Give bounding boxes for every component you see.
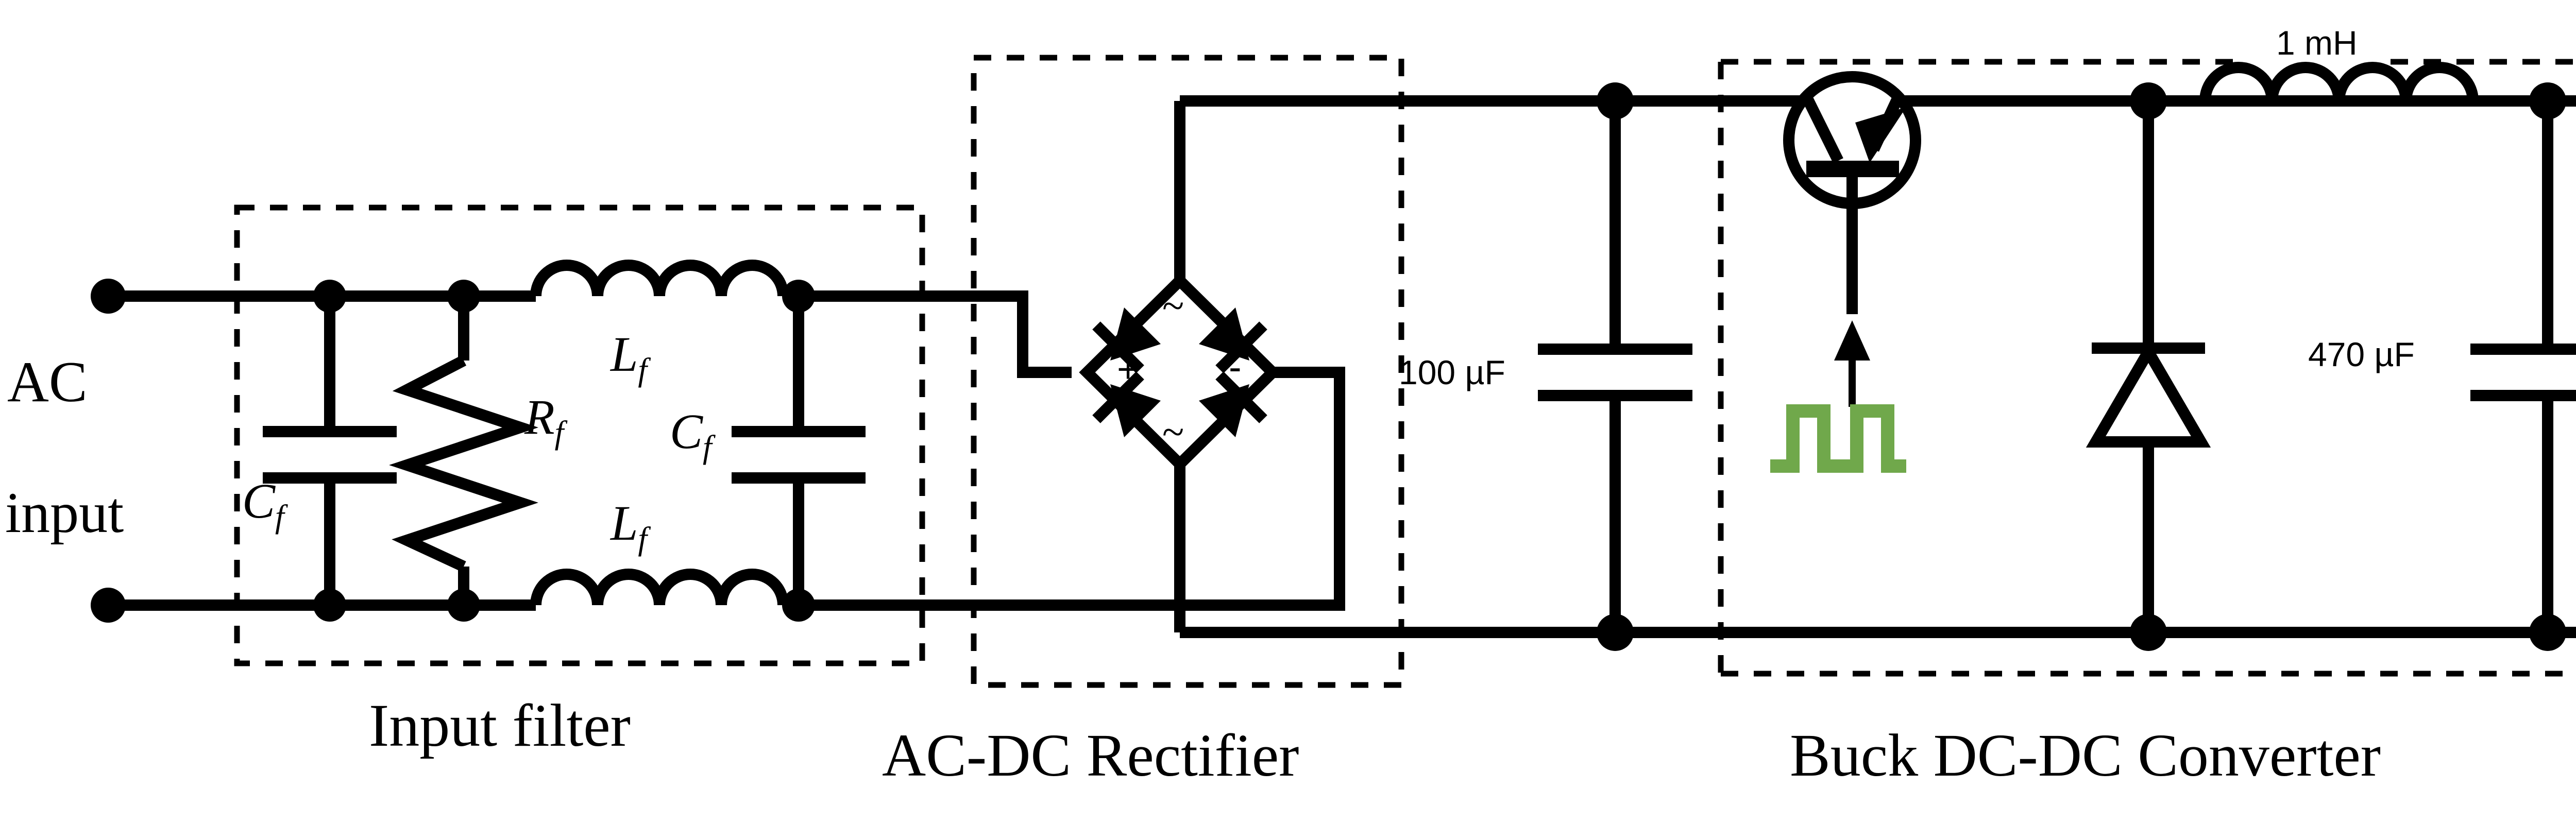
node-dot — [313, 589, 346, 622]
output-capacitor-470uf — [2470, 101, 2576, 632]
rectifier-diode-upper-left — [1092, 307, 1161, 373]
inductor-lf-bottom-label: Lf — [611, 495, 647, 557]
rectifier-diode-lower-left — [1092, 371, 1161, 437]
node-dot — [2130, 614, 2167, 651]
rectifier-diode-upper-right — [1199, 307, 1267, 373]
buck-dashed-box — [1718, 59, 2576, 677]
input-filter-dashed-box — [234, 204, 925, 666]
node-dot — [2130, 82, 2167, 119]
rectifier-diode-lower-right — [1199, 371, 1267, 437]
input-filter-output-capacitor — [732, 296, 866, 605]
node-dot — [1597, 614, 1634, 651]
input-filter-shunt-capacitor — [263, 296, 397, 605]
resistor-rf-label: Rf — [524, 389, 564, 451]
ac-input-label-line2: input — [5, 481, 124, 545]
rectifier-ac-tilde-top: ~ — [1162, 283, 1184, 328]
gate-drive-arrow — [1834, 320, 1870, 407]
node-dot — [2529, 82, 2566, 119]
bulk-capacitor-value-label: 100 µF — [1399, 353, 1505, 391]
node-dot — [1597, 82, 1634, 119]
section-label-buck-converter: Buck DC-DC Converter — [1790, 722, 2381, 789]
ac-input-label-line1: AC — [7, 350, 88, 414]
node-dot — [313, 280, 346, 313]
output-capacitor-value-label: 470 µF — [2308, 335, 2415, 373]
filter-to-rectifier-top — [799, 290, 1072, 378]
input-filter-damping-resistor — [389, 296, 538, 605]
section-label-rectifier: AC-DC Rectifier — [882, 722, 1299, 789]
node-dot — [2529, 614, 2566, 651]
rectifier-ac-tilde-bottom: ~ — [1162, 409, 1184, 454]
buck-switch-transistor — [1783, 71, 1921, 314]
inductor-value-label: 1 mH — [2276, 24, 2358, 62]
capacitor-cf-output-label: Cf — [670, 404, 712, 465]
rectifier-plus-terminal: + — [1117, 348, 1140, 390]
rectifier-dc-minus-lead — [1180, 367, 1345, 611]
rectifier-minus-terminal: - — [1229, 346, 1242, 388]
rectifier-dashed-box — [971, 55, 1404, 688]
pwm-waveform-icon — [1770, 404, 1906, 473]
freewheeling-diode — [2086, 101, 2211, 632]
capacitor-cf-input-label: Cf — [242, 473, 284, 535]
inductor-lf-top-label: Lf — [611, 327, 647, 388]
bulk-capacitor-100uf — [1538, 101, 1692, 632]
section-label-input-filter: Input filter — [369, 692, 631, 759]
